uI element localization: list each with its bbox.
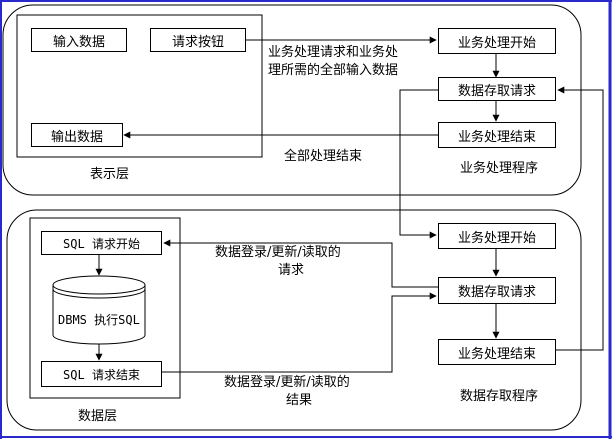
request-edge-label-2: 理所需的全部输入数据 xyxy=(268,63,399,78)
db-request-edge-label-2: 请求 xyxy=(278,263,305,278)
access-request-box: 数据存取请求 xyxy=(438,277,556,304)
business-end-box: 业务处理结束 xyxy=(438,122,556,148)
request-edge-label-1: 业务处理请求和业务处 xyxy=(268,45,399,60)
db-result-edge-label-2: 结果 xyxy=(286,393,313,408)
all-done-edge-label: 全部处理结束 xyxy=(284,149,363,164)
presentation-layer-box xyxy=(16,14,263,158)
data-layer-box xyxy=(29,217,181,399)
dbms-label: DBMS 执行SQL xyxy=(58,313,140,327)
sql-start-box: SQL 请求开始 xyxy=(41,231,162,255)
business-start-box: 业务处理开始 xyxy=(438,28,556,54)
presentation-layer-label: 表示层 xyxy=(90,167,130,182)
top-panel xyxy=(2,4,582,196)
business-program-label: 业务处理程序 xyxy=(460,161,539,176)
sql-end-box: SQL 请求结束 xyxy=(41,361,162,387)
request-button-box: 请求按钮 xyxy=(150,28,246,52)
database-cylinder-icon xyxy=(52,275,146,345)
input-data-box: 输入数据 xyxy=(31,28,127,52)
output-data-box: 输出数据 xyxy=(31,123,123,147)
access-end-box: 业务处理结束 xyxy=(438,339,556,365)
data-access-program-label: 数据存取程序 xyxy=(460,389,539,404)
data-layer-label: 数据层 xyxy=(78,409,118,424)
access-start-box: 业务处理开始 xyxy=(438,223,556,249)
bottom-panel xyxy=(6,209,582,431)
db-result-edge-label-1: 数据登录/更新/读取的 xyxy=(224,375,350,390)
db-request-edge-label-1: 数据登录/更新/读取的 xyxy=(215,245,341,260)
business-access-request-box: 数据存取请求 xyxy=(438,77,556,101)
